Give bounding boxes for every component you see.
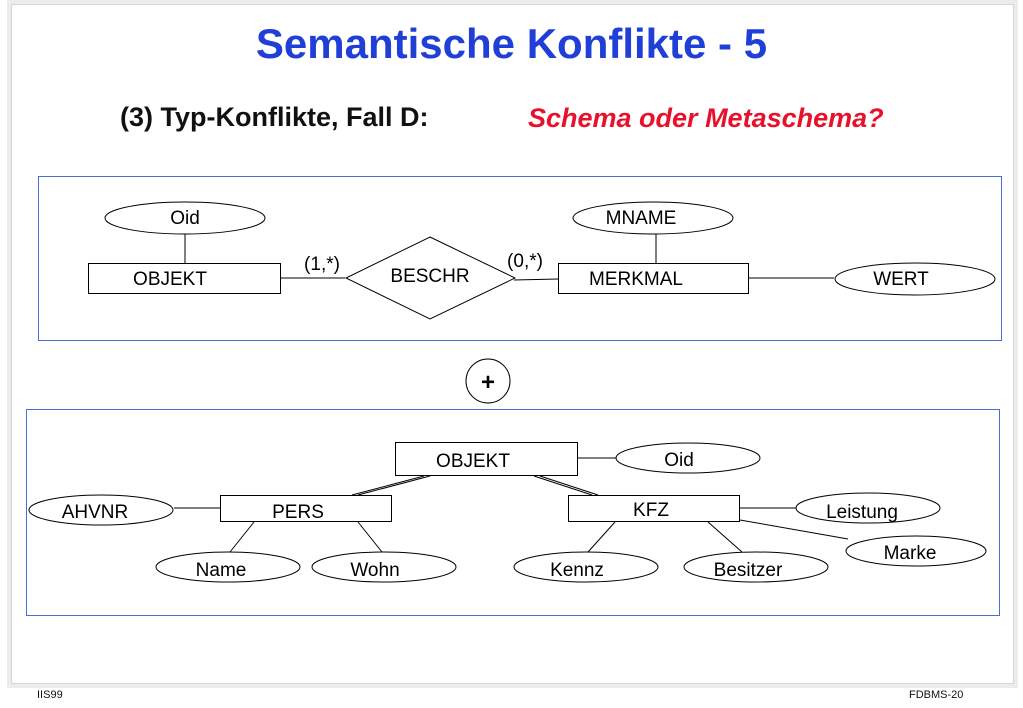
entity-objekt-bottom: OBJEKT [395, 442, 578, 476]
relationship-beschr: BESCHR [344, 236, 517, 320]
svg-text:Oid: Oid [170, 208, 200, 229]
svg-text:Kennz: Kennz [550, 560, 604, 581]
svg-text:MERKMAL: MERKMAL [589, 269, 683, 290]
line-kfz-kennz [587, 521, 616, 553]
slide-title: Semantische Konflikte - 5 [255, 20, 768, 67]
attribute-leistung: Leistung [795, 492, 941, 524]
svg-text:OBJEKT: OBJEKT [436, 451, 510, 472]
svg-text:Wohn: Wohn [350, 560, 399, 581]
attribute-oid-bottom: Oid [615, 442, 761, 474]
line-kfz-besitzer [707, 521, 743, 553]
bottom-diagram-panel [26, 409, 1000, 616]
entity-pers: PERS [220, 495, 392, 523]
slide-subtitle: (3) Typ-Konflikte, Fall D: [120, 102, 429, 132]
svg-text:AHVNR: AHVNR [62, 502, 129, 523]
line-kfz-marke [739, 519, 849, 540]
footer-right: FDBMS-20 [909, 689, 964, 701]
svg-text:Marke: Marke [884, 543, 937, 564]
svg-text:WERT: WERT [873, 269, 929, 290]
entity-objekt-top: OBJEKT [88, 263, 281, 294]
svg-text:PERS: PERS [272, 502, 324, 523]
svg-text:MNAME: MNAME [606, 208, 677, 229]
plus-circle: + [465, 358, 511, 404]
footer-left: IIS99 [37, 689, 63, 701]
cardinality-left: (1,*) [304, 254, 340, 275]
attribute-wohn: Wohn [311, 551, 457, 583]
isa-link-kfz [533, 475, 599, 496]
attribute-name: Name [155, 551, 301, 583]
slide-question: Schema oder Metaschema? [528, 103, 884, 133]
svg-text:Besitzer: Besitzer [714, 560, 783, 581]
attribute-wert: WERT [834, 262, 996, 296]
attribute-kennz: Kennz [513, 551, 659, 583]
attribute-marke: Marke [845, 535, 987, 567]
attribute-besitzer: Besitzer [683, 551, 829, 583]
entity-kfz: KFZ [568, 495, 740, 522]
svg-text:Name: Name [196, 560, 247, 581]
attribute-mname: MNAME [572, 201, 734, 235]
line-beschr-merkmal [513, 278, 559, 281]
attribute-oid-top: Oid [104, 201, 266, 235]
svg-text:Leistung: Leistung [826, 502, 898, 523]
cardinality-right: (0,*) [507, 251, 543, 272]
svg-text:KFZ: KFZ [633, 500, 669, 521]
top-diagram-panel [38, 176, 1002, 341]
isa-link-pers [351, 475, 431, 496]
line-pers-name [229, 521, 255, 553]
line-pers-wohn [357, 521, 383, 553]
svg-text:BESCHR: BESCHR [390, 266, 469, 287]
attribute-ahvnr: AHVNR [28, 494, 174, 526]
svg-text:Oid: Oid [664, 450, 694, 471]
svg-text:+: + [481, 369, 495, 396]
svg-text:OBJEKT: OBJEKT [133, 269, 207, 290]
entity-merkmal: MERKMAL [558, 263, 749, 294]
